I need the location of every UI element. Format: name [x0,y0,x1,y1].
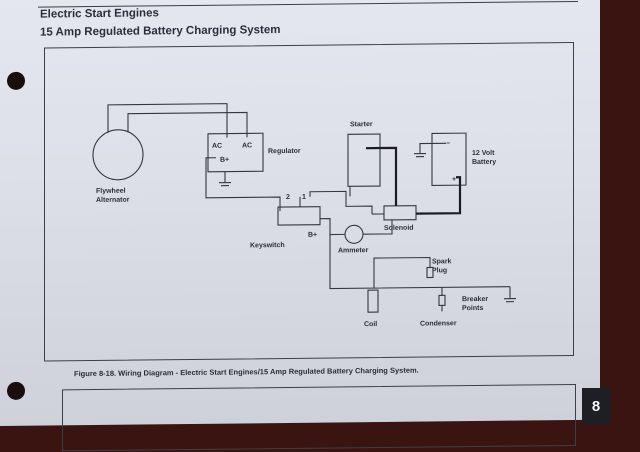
breaker-label-line2: Points [462,305,483,312]
keyswitch-terminal-2: 2 [286,194,290,201]
flywheel-alternator-symbol [93,130,143,181]
keyswitch-symbol [278,207,320,225]
starter-label: Starter [350,121,373,128]
regulator-label: Regulator [268,148,301,155]
regulator-symbol [208,133,263,172]
wiring-diagram: Flywheel Alternator AC AC B+ Regulator S… [0,0,600,426]
breaker-label-line1: Breaker [462,296,488,303]
page-number-tab: 8 [582,388,610,424]
battery-label-line2: Battery [472,159,496,166]
flywheel-label-line2: Alternator [96,197,130,204]
battery-label-line1: 12 Volt [472,150,495,157]
ammeter-symbol [345,225,363,243]
battery-minus-label: − [446,140,450,147]
solenoid-symbol [384,206,416,220]
keyswitch-terminal-1: 1 [302,194,306,201]
manual-page: Electric Start Engines 15 Amp Regulated … [0,0,600,426]
ac-left-label: AC [212,143,222,150]
coil-symbol [368,290,378,312]
coil-label: Coil [364,321,377,328]
solenoid-label: Solenoid [384,225,414,232]
ammeter-label: Ammeter [338,247,369,254]
keyswitch-label: Keyswitch [250,242,285,249]
flywheel-label-line1: Flywheel [96,188,126,195]
condenser-symbol [439,295,445,305]
condenser-label: Condenser [420,320,457,327]
starter-symbol [348,134,380,186]
next-diagram-frame [62,384,576,451]
keyswitch-terminal-b: B+ [308,232,317,239]
b-plus-label: B+ [220,157,229,164]
spark-plug-label-line1: Spark [432,258,452,265]
ac-right-label: AC [242,142,252,149]
battery-plus-label: + [452,176,456,183]
spark-plug-label-line2: Plug [432,267,447,274]
